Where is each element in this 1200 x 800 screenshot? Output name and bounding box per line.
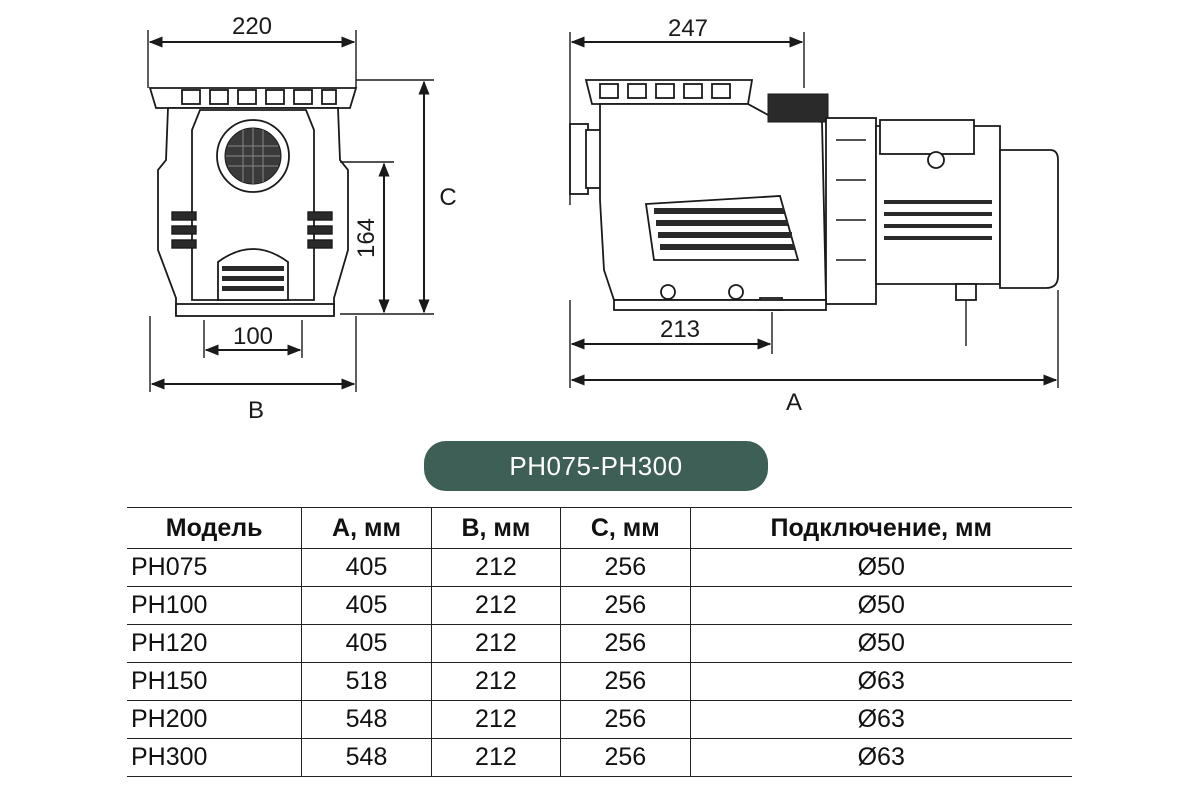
cell-model: PH150 [127, 662, 303, 701]
cell-connection: Ø50 [689, 586, 1072, 625]
cell-c: 256 [560, 738, 691, 777]
dim-b-label: B [248, 397, 264, 424]
cell-b: 212 [430, 700, 562, 739]
cell-c: 256 [560, 624, 691, 663]
cell-b: 212 [430, 586, 562, 625]
table-row: PH075 405 212 256 Ø50 [127, 548, 1072, 587]
cell-connection: Ø50 [689, 624, 1072, 663]
cell-a: 405 [301, 624, 432, 663]
cell-a: 405 [301, 586, 432, 625]
header-c: C, мм [560, 507, 691, 549]
side-view: 247 [569, 15, 1059, 416]
header-a: A, мм [301, 507, 432, 549]
model-range-banner: PH075-PH300 [424, 441, 768, 491]
header-connection: Подключение, мм [689, 507, 1072, 549]
cell-connection: Ø63 [689, 738, 1072, 777]
cell-b: 212 [430, 662, 562, 701]
cell-b: 212 [430, 738, 562, 777]
cell-a: 548 [301, 738, 432, 777]
cell-connection: Ø63 [689, 662, 1072, 701]
dim-164-label: 164 [353, 218, 380, 258]
cell-model: PH100 [127, 586, 303, 625]
dim-220-label: 220 [232, 13, 272, 40]
cell-connection: Ø50 [689, 548, 1072, 587]
cell-c: 256 [560, 548, 691, 587]
cell-c: 256 [560, 700, 691, 739]
cell-c: 256 [560, 586, 691, 625]
cell-model: PH200 [127, 700, 303, 739]
pump-dimension-drawing: 220 [147, 13, 1059, 424]
table-row: PH200 548 212 256 Ø63 [127, 700, 1072, 739]
dim-247-label: 247 [668, 15, 708, 42]
dim-213-label: 213 [660, 316, 700, 343]
header-model: Модель [127, 507, 303, 549]
dim-c-label: C [439, 184, 456, 211]
cell-model: PH120 [127, 624, 303, 663]
table-row: PH150 518 212 256 Ø63 [127, 662, 1072, 701]
table-row: PH120 405 212 256 Ø50 [127, 624, 1072, 663]
cell-a: 405 [301, 548, 432, 587]
table-header-row: Модель A, мм B, мм C, мм Подключение, мм [127, 507, 1072, 549]
cell-model: PH075 [127, 548, 303, 587]
front-view: 220 [147, 13, 457, 424]
table-row: PH300 548 212 256 Ø63 [127, 738, 1072, 777]
spec-table: Модель A, мм B, мм C, мм Подключение, мм… [127, 507, 1072, 777]
cell-a: 548 [301, 700, 432, 739]
cell-model: PH300 [127, 738, 303, 777]
cell-b: 212 [430, 548, 562, 587]
cell-c: 256 [560, 662, 691, 701]
cell-connection: Ø63 [689, 700, 1072, 739]
dim-a-label: A [786, 389, 802, 416]
cell-b: 212 [430, 624, 562, 663]
cell-a: 518 [301, 662, 432, 701]
table-row: PH100 405 212 256 Ø50 [127, 586, 1072, 625]
header-b: B, мм [430, 507, 562, 549]
dim-100-label: 100 [233, 323, 273, 350]
